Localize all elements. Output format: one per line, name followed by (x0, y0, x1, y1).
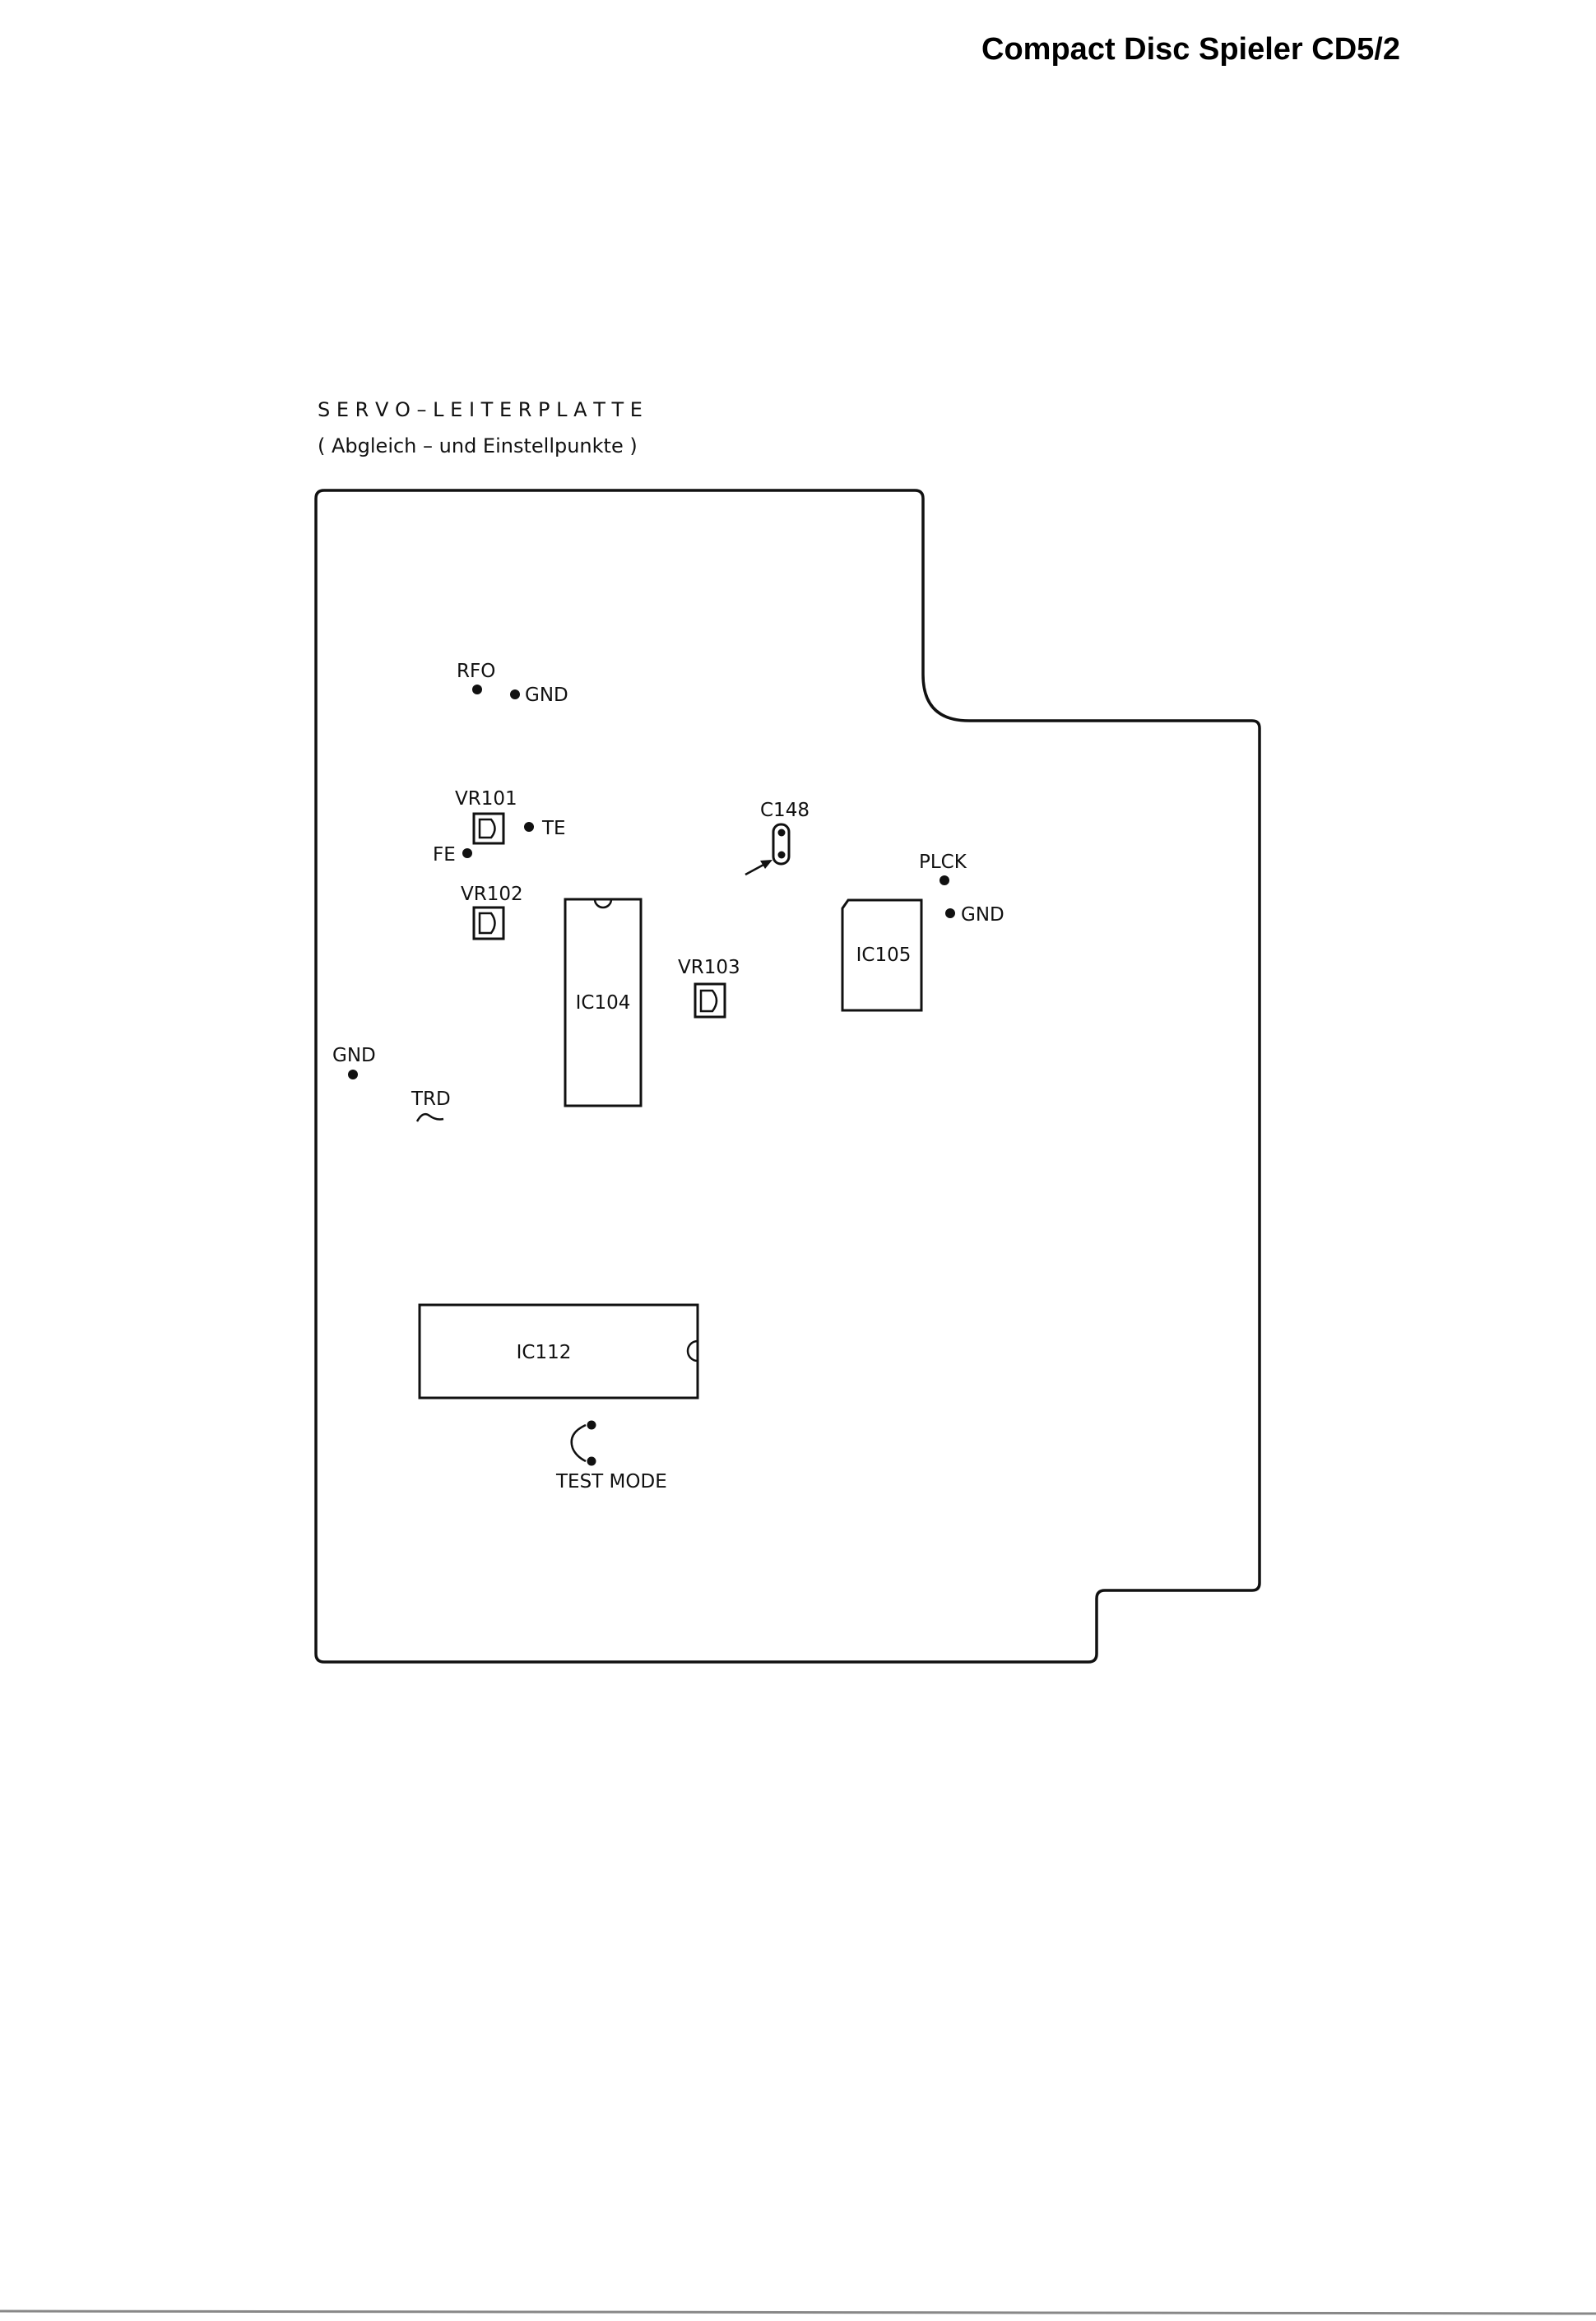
test-mode-label: TEST MODE (555, 1471, 667, 1492)
trd-jumper (415, 1112, 444, 1122)
gnd-test-point-left (348, 1070, 358, 1079)
ic105-chip (841, 898, 923, 1012)
gnd-test-point-right (945, 908, 955, 918)
fe-label: FE (433, 844, 456, 866)
vr101-trimmer (472, 812, 505, 845)
gnd-label-right: GND (961, 904, 1004, 926)
fe-test-point (462, 848, 472, 858)
ic105-label: IC105 (856, 945, 912, 966)
ic104-label: IC104 (576, 992, 631, 1014)
gnd-label-left: GND (332, 1045, 376, 1066)
diagram-subtitle: ( Abgleich – und Einstellpunkte ) (318, 434, 638, 457)
c148-capacitor (772, 823, 791, 866)
rfo-test-point (472, 685, 482, 694)
te-test-point (524, 822, 534, 832)
board-outline (314, 489, 1261, 1664)
plck-label: PLCK (919, 852, 967, 873)
trd-label: TRD (411, 1089, 451, 1110)
test-mode-jumper (570, 1420, 596, 1466)
plck-test-point (940, 875, 949, 885)
vr103-label: VR103 (678, 957, 740, 978)
ic112-label: IC112 (517, 1342, 572, 1363)
c148-label: C148 (760, 800, 810, 821)
gnd-test-point-top (510, 689, 520, 699)
ic104-chip (564, 898, 643, 1107)
scan-edge-line (0, 2309, 1596, 2315)
gnd-label-top: GND (525, 685, 568, 706)
c148-arrow (745, 860, 772, 876)
diagram-title: S E R V O – L E I T E R P L A T T E (318, 398, 643, 421)
vr103-trimmer (694, 982, 726, 1019)
ic112-chip (418, 1303, 699, 1400)
page-title: Compact Disc Spieler CD5/2 (981, 32, 1400, 67)
vr101-label: VR101 (455, 788, 517, 810)
vr102-trimmer (472, 906, 505, 940)
rfo-label: RFO (457, 661, 495, 682)
vr102-label: VR102 (461, 884, 523, 905)
te-label: TE (541, 818, 566, 839)
